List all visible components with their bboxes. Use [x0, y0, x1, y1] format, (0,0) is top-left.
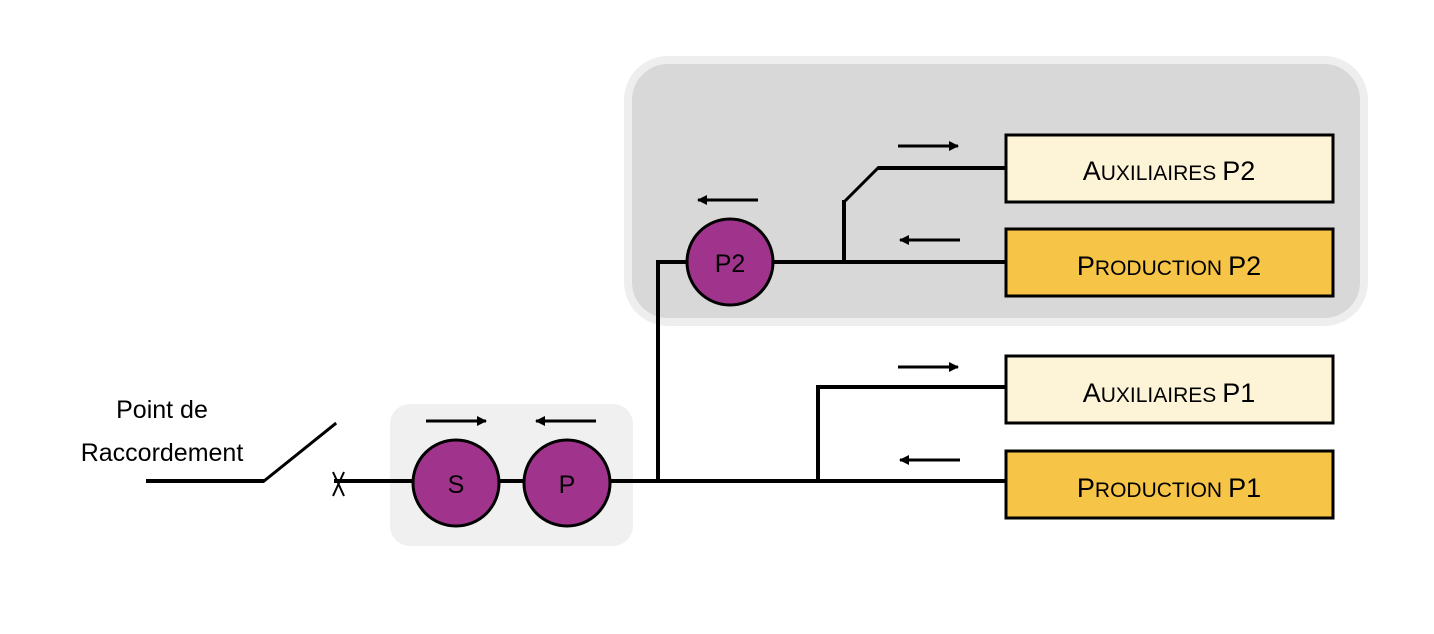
- breaker-x-icon: [332, 471, 345, 497]
- point-label-line1: Point de: [116, 396, 208, 424]
- meter-p2-label: P2: [715, 250, 746, 278]
- meter-p-label: P: [559, 471, 576, 499]
- meter-p: P: [522, 438, 612, 528]
- flow-arrows: [426, 141, 960, 465]
- meter-s-label: S: [448, 471, 465, 499]
- wiring: [146, 165, 1005, 484]
- meter-s: S: [411, 438, 501, 528]
- meter-p2: P2: [685, 217, 775, 307]
- point-label-line2: Raccordement: [81, 439, 244, 467]
